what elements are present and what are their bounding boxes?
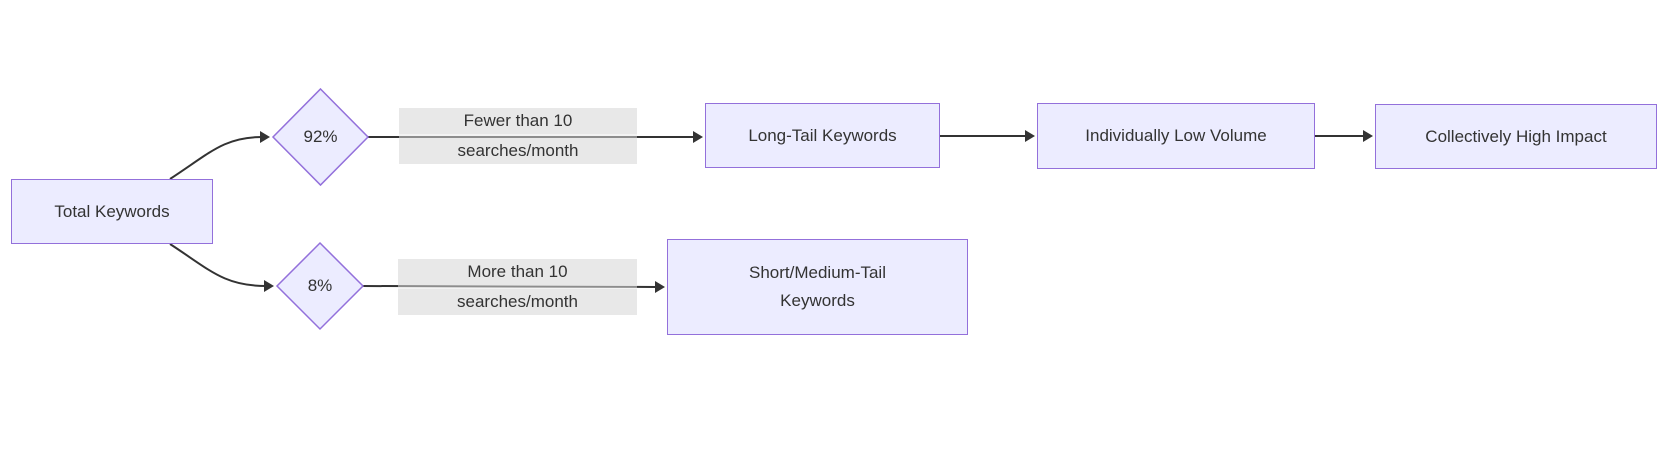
node-short-medium-line1: Short/Medium-Tail — [749, 263, 886, 282]
edge-label-fewer-line2: searches/month — [399, 138, 637, 164]
edge-total-to-branch92 — [169, 131, 270, 180]
decision-92-label: 92% — [273, 89, 368, 185]
decision-92-text: 92% — [303, 127, 338, 146]
node-long-tail-label: Long-Tail Keywords — [748, 125, 897, 145]
node-total-keywords: Total Keywords — [11, 179, 213, 244]
node-collectively-high-impact: Collectively High Impact — [1375, 104, 1657, 169]
decision-8-text: 8% — [307, 276, 333, 295]
decision-8-label: 8% — [277, 243, 363, 329]
node-individually-low-volume: Individually Low Volume — [1037, 103, 1315, 169]
node-short-medium-line2: Keywords — [780, 291, 855, 310]
node-short-medium-tail-keywords: Short/Medium-Tail Keywords — [667, 239, 968, 335]
edge-label-more-than-10: More than 10 searches/month — [398, 259, 637, 315]
decision-diamond-92 — [271, 87, 370, 187]
edge-label-fewer-line1: Fewer than 10 — [399, 108, 637, 134]
edge-label-fewer-than-10: Fewer than 10 searches/month — [399, 108, 637, 164]
edge-total-to-branch8 — [169, 243, 274, 292]
node-long-tail-keywords: Long-Tail Keywords — [705, 103, 940, 168]
node-individually-low-label: Individually Low Volume — [1085, 126, 1267, 145]
node-total-keywords-label: Total Keywords — [54, 201, 170, 221]
edge-label-more-line1: More than 10 — [398, 259, 637, 285]
node-collectively-high-label: Collectively High Impact — [1425, 126, 1607, 146]
edge-label-more-line2: searches/month — [398, 289, 637, 315]
decision-diamond-8 — [275, 241, 365, 331]
